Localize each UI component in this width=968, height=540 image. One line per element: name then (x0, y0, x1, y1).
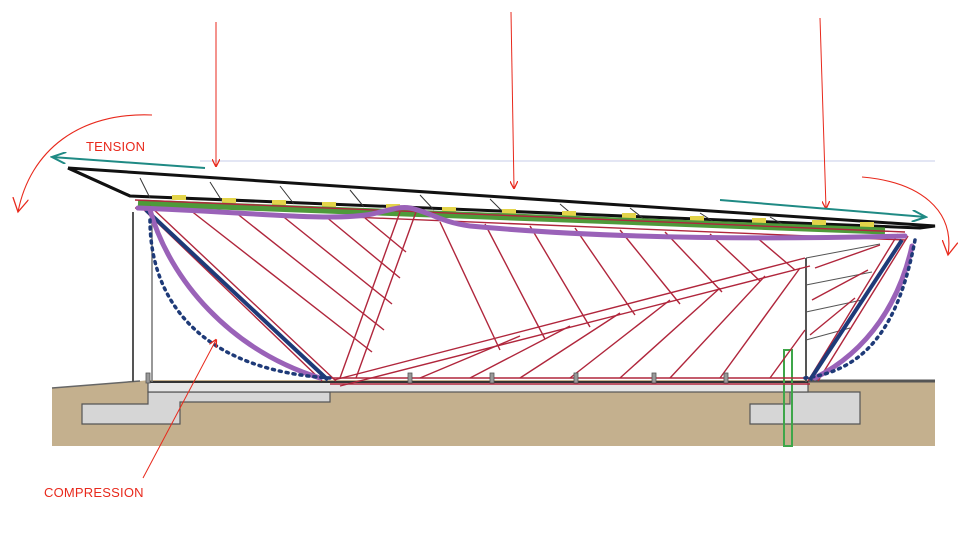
utility-pipe (783, 349, 793, 447)
moment-arc-right (861, 176, 949, 255)
tension-arrow-right (719, 199, 926, 217)
right-wall-siding-1 (805, 243, 881, 259)
compression-curve-right (803, 238, 917, 380)
compression-member-right (808, 238, 904, 382)
footing-left (81, 391, 331, 425)
compression-leader (142, 340, 216, 479)
load-arrow-right (819, 17, 826, 208)
load-arrow-middle (511, 11, 514, 188)
truss-members (134, 199, 909, 387)
compression-member-left (144, 208, 330, 382)
footing-right (749, 391, 861, 425)
stress-line-left (147, 207, 323, 381)
right-wall-siding-3 (805, 299, 863, 313)
roof-soffit (67, 166, 131, 198)
compression-label: COMPRESSION (44, 485, 144, 500)
ground-line (51, 380, 141, 389)
tension-arrow-left (52, 157, 206, 169)
stress-line-top (135, 205, 908, 241)
bottom-chord-bolts (145, 372, 729, 384)
compression-curve-left (148, 218, 332, 380)
moment-arc-left (18, 114, 153, 212)
tension-label: TENSION (86, 139, 146, 154)
stress-line-right (812, 243, 915, 381)
